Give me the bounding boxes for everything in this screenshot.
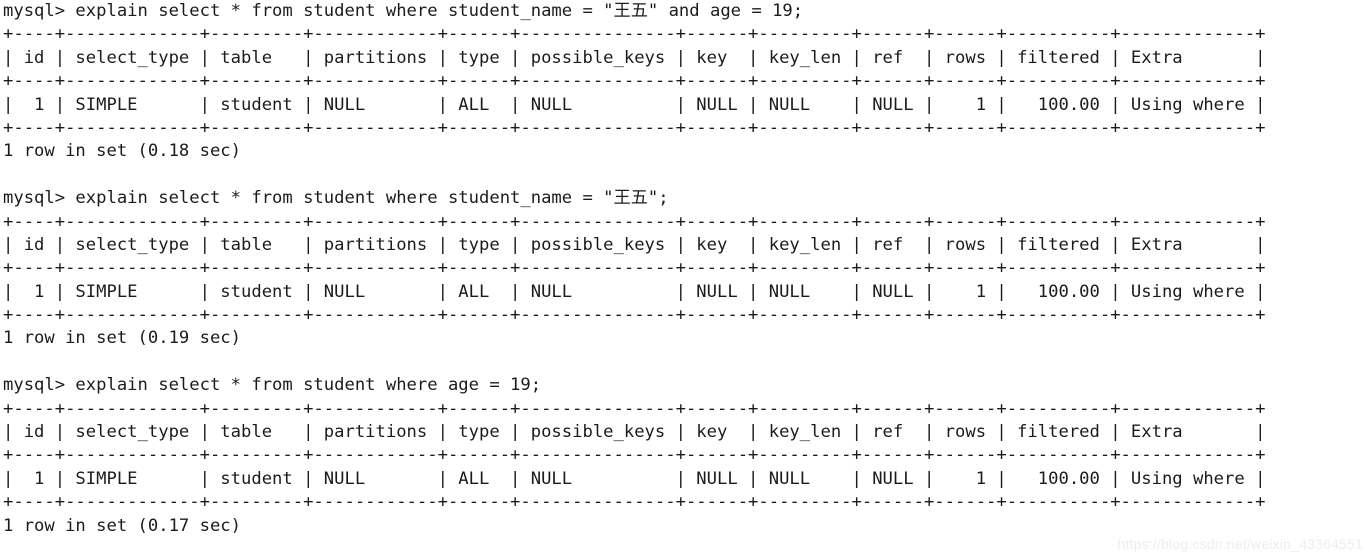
- table-header-row: | id | select_type | table | partitions …: [3, 234, 1266, 255]
- result-status: 1 row in set (0.19 sec): [3, 328, 241, 349]
- spacer-line: [0, 164, 1371, 187]
- table-rule-top: +----+-------------+---------+----------…: [3, 24, 1266, 45]
- table-row: | 1 | SIMPLE | student | NULL | ALL | NU…: [3, 281, 1266, 302]
- table-header-row: | id | select_type | table | partitions …: [3, 422, 1266, 443]
- table-rule-top: +----+-------------+---------+----------…: [3, 211, 1266, 232]
- result-status: 1 row in set (0.17 sec): [3, 515, 241, 536]
- spacer-line: [0, 351, 1371, 374]
- table-row: | 1 | SIMPLE | student | NULL | ALL | NU…: [3, 468, 1266, 489]
- table-rule-bottom: +----+-------------+---------+----------…: [3, 305, 1266, 326]
- result-status: 1 row in set (0.18 sec): [3, 141, 241, 162]
- table-rule-bottom: +----+-------------+---------+----------…: [3, 117, 1266, 138]
- csdn-watermark: https://blog.csdn.net/weixin_43364551: [1117, 536, 1363, 552]
- table-header-row: | id | select_type | table | partitions …: [3, 47, 1266, 68]
- table-rule-mid: +----+-------------+---------+----------…: [3, 445, 1266, 466]
- command-line: mysql> explain select * from student whe…: [3, 375, 542, 396]
- table-row: | 1 | SIMPLE | student | NULL | ALL | NU…: [3, 94, 1266, 115]
- table-rule-bottom: +----+-------------+---------+----------…: [3, 492, 1266, 513]
- command-line: mysql> explain select * from student whe…: [3, 1, 804, 21]
- table-rule-top: +----+-------------+---------+----------…: [3, 398, 1266, 419]
- table-rule-mid: +----+-------------+---------+----------…: [3, 71, 1266, 92]
- command-line: mysql> explain select * from student whe…: [3, 188, 669, 209]
- table-rule-mid: +----+-------------+---------+----------…: [3, 258, 1266, 279]
